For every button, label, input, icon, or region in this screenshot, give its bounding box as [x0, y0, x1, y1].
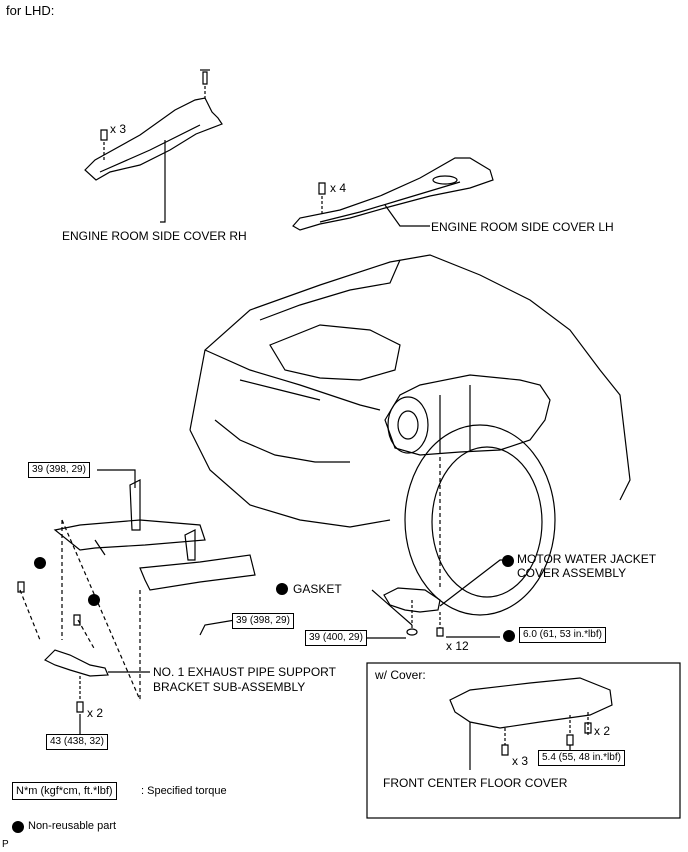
- qty-label: x 4: [330, 181, 347, 195]
- torque-spec-gasket-nut: 39 (400, 29): [305, 630, 367, 646]
- motor-water-jacket-cover: [383, 587, 441, 613]
- exhaust-pipe-1: [53, 519, 206, 551]
- w-cover-box: [366, 662, 681, 819]
- part-label-floor-cover: FRONT CENTER FLOOR COVER: [383, 776, 568, 790]
- legend-nonreusable-marker: [12, 821, 24, 833]
- legend-nonreusable-text: Non-reusable part: [28, 820, 117, 832]
- exhaust-pipe-2: [139, 554, 256, 591]
- qty-label: x 12: [446, 639, 469, 653]
- legend-torque-key: N*m (kgf*cm, ft.*lbf): [12, 782, 117, 800]
- nonreusable-marker: [502, 555, 514, 567]
- engine-room-side-cover-rh: [84, 97, 223, 181]
- nonreusable-marker: [503, 630, 515, 642]
- qty-label: x 3: [512, 754, 529, 768]
- front-center-floor-cover: [449, 677, 613, 729]
- nonreusable-marker: [88, 594, 100, 606]
- transmission: [384, 374, 551, 456]
- torque-spec-motor-cover: 6.0 (61, 53 in.*lbf): [519, 627, 606, 643]
- exhaust-support-bracket: [43, 649, 109, 677]
- legend-torque-desc: : Specified torque: [141, 785, 227, 797]
- torque-spec-bracket: 43 (438, 32): [46, 734, 108, 750]
- nonreusable-marker: [276, 583, 288, 595]
- vehicle-body: [189, 254, 631, 501]
- page-header: for LHD:: [6, 3, 55, 18]
- torque-spec-floor-cover: 5.4 (55, 48 in.*lbf): [538, 750, 625, 766]
- nonreusable-marker: [34, 557, 46, 569]
- w-cover-heading: w/ Cover:: [375, 668, 426, 682]
- qty-label: x 3: [110, 122, 127, 136]
- qty-label: x 2: [87, 706, 104, 720]
- part-label-bracket: NO. 1 EXHAUST PIPE SUPPORT: [153, 665, 336, 679]
- part-label-motor-cover: COVER ASSEMBLY: [517, 566, 627, 580]
- part-label-cover-lh: ENGINE ROOM SIDE COVER LH: [431, 220, 614, 234]
- torque-spec-sensor-upper: 39 (398, 29): [28, 462, 90, 478]
- part-label-bracket: BRACKET SUB-ASSEMBLY: [153, 680, 306, 694]
- engine-room-side-cover-lh: [292, 157, 494, 231]
- part-label-gasket: GASKET: [293, 582, 342, 596]
- footer-letter: P: [2, 839, 9, 850]
- qty-label: x 2: [594, 724, 611, 738]
- part-label-cover-rh: ENGINE ROOM SIDE COVER RH: [62, 229, 247, 243]
- torque-spec-sensor-lower: 39 (398, 29): [232, 613, 294, 629]
- part-label-motor-cover: MOTOR WATER JACKET: [517, 552, 657, 566]
